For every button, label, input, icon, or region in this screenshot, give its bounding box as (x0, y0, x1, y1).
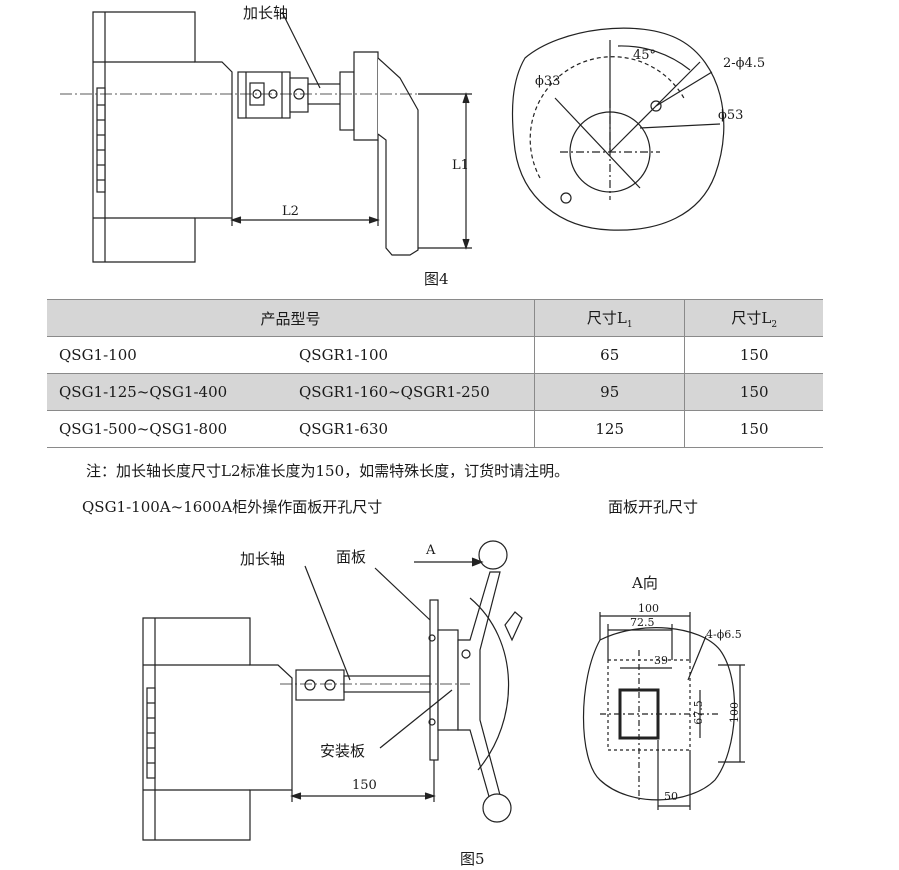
dim-67-5: 67.5 (691, 700, 705, 725)
table-header-row: 产品型号 尺寸L1 尺寸L2 (47, 299, 823, 337)
model-b: QSGR1-100 (299, 346, 389, 364)
dim-72-5: 72.5 (630, 616, 655, 629)
header-l1: 尺寸L1 (533, 299, 685, 337)
model-a: QSG1-100 (59, 346, 137, 364)
dim-100-top: 100 (638, 602, 659, 615)
subtitle-left: QSG1-100A~1600A柜外操作面板开孔尺寸 (82, 498, 383, 516)
fig4-phi53-label: ϕ53 (718, 108, 744, 123)
model-b: QSGR1-630 (299, 420, 389, 438)
fig4-L2-label: L2 (282, 204, 299, 219)
dim-100-right: 100 (728, 702, 741, 723)
fig4-holes-label: 2-ϕ4.5 (723, 56, 766, 71)
fig4-phi33-label: ϕ33 (535, 74, 561, 89)
fig4-caption: 图4 (424, 270, 449, 288)
fig5-150-label: 150 (352, 778, 377, 793)
dim-39: 39 (654, 654, 668, 667)
subtitle-right: 面板开孔尺寸 (608, 498, 699, 516)
cell-l1: 125 (533, 410, 685, 448)
fig5-panel-label: 面板 (336, 548, 367, 566)
fig4-L1-label: L1 (452, 158, 469, 173)
cell-l2: 150 (684, 410, 823, 448)
cell-l2: 150 (684, 336, 823, 374)
cell-l2: 150 (684, 373, 823, 411)
fig5-caption: 图5 (460, 850, 485, 868)
header-l2: 尺寸L2 (684, 299, 823, 337)
table-row: QSG1-100 QSGR1-100 65 150 (47, 336, 823, 374)
fig5-mount-label: 安装板 (320, 742, 366, 760)
table-note: 注：加长轴长度尺寸L2标准长度为150，如需特殊长度，订货时请注明。 (86, 462, 570, 480)
fig5-shaft-label: 加长轴 (240, 550, 286, 568)
fig4-angle-label: 45° (633, 48, 657, 63)
dim-50: 50 (664, 790, 678, 803)
model-a: QSG1-500~QSG1-800 (59, 420, 228, 438)
fig5-Adir-label: A向 (632, 574, 658, 592)
table-row: QSG1-500~QSG1-800 QSGR1-630 125 150 (47, 410, 823, 448)
cell-l1: 65 (533, 336, 685, 374)
model-a: QSG1-125~QSG1-400 (59, 383, 228, 401)
header-model: 产品型号 (47, 299, 535, 337)
cell-l1: 95 (533, 373, 685, 411)
model-b: QSGR1-160~QSGR1-250 (299, 383, 490, 401)
fig5-A-label: A (426, 543, 436, 558)
dim-4-phi-6-5: 4-ϕ6.5 (706, 628, 742, 641)
fig4-shaft-label: 加长轴 (243, 4, 289, 22)
